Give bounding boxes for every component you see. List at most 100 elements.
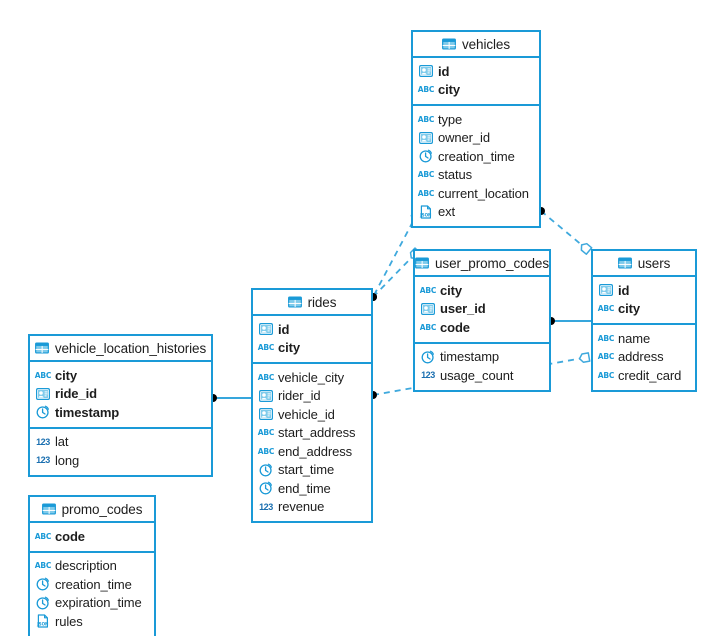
primary-key-row-id[interactable]: id <box>253 320 371 339</box>
column-row-end_time[interactable]: end_time <box>253 479 371 498</box>
column-label: vehicle_id <box>278 406 335 422</box>
column-label: city <box>618 301 641 317</box>
column-label: start_address <box>278 425 356 441</box>
abc-string-icon: ABC <box>34 561 52 571</box>
column-label: creation_time <box>438 148 515 164</box>
abc-string-icon: ABC <box>417 188 435 198</box>
id-card-icon <box>419 64 433 78</box>
json-document-icon: JSON <box>36 614 50 628</box>
entity-header-users[interactable]: users <box>593 251 695 277</box>
entity-title: vehicles <box>462 36 510 52</box>
column-row-owner_id[interactable]: owner_id <box>413 129 539 148</box>
column-label: ride_id <box>55 386 97 402</box>
abc-string-icon: ABC <box>34 370 52 380</box>
column-label: code <box>440 319 470 335</box>
column-row-creation_time[interactable]: creation_time <box>413 147 539 166</box>
column-label: lat <box>55 434 69 450</box>
column-label: id <box>618 282 630 298</box>
123-number-icon: 123 <box>259 501 273 512</box>
entity-title: promo_codes <box>61 501 143 517</box>
id-card-icon <box>259 389 273 403</box>
primary-key-row-id[interactable]: id <box>413 62 539 81</box>
primary-key-row-ride_id[interactable]: ride_id <box>30 385 211 404</box>
relationship-user-promo-codes-to-users[interactable] <box>547 317 591 325</box>
relationship-endpoint-pentagon <box>578 352 591 363</box>
entity-header-vehicle_location_histories[interactable]: vehicle_location_histories <box>30 336 211 362</box>
primary-key-row-id[interactable]: id <box>593 281 695 300</box>
column-label: type <box>438 111 463 127</box>
entity-header-promo_codes[interactable]: promo_codes <box>30 497 154 523</box>
entity-header-vehicles[interactable]: vehicles <box>413 32 539 58</box>
column-label: end_time <box>278 480 331 496</box>
relationship-vehicles-to-users[interactable] <box>537 207 593 255</box>
clock-icon <box>36 405 50 419</box>
abc-string-icon: ABC <box>597 370 615 380</box>
table-grid-icon <box>34 341 49 355</box>
column-label: status <box>438 167 473 183</box>
entity-header-user_promo_codes[interactable]: user_promo_codes <box>415 251 549 277</box>
column-row-expiration_time[interactable]: expiration_time <box>30 594 154 613</box>
abc-string-icon: ABC <box>417 114 435 124</box>
abc-string-icon: ABC <box>257 372 275 382</box>
abc-string-icon: ABC <box>257 446 275 456</box>
abc-string-icon: ABC <box>419 285 437 295</box>
table-grid-icon <box>442 37 456 51</box>
abc-string-icon: ABC <box>417 170 435 180</box>
column-label: credit_card <box>618 367 682 383</box>
column-row-rider_id[interactable]: rider_id <box>253 387 371 406</box>
abc-string-icon: ABC <box>597 304 615 314</box>
clock-icon <box>421 350 435 364</box>
table-grid-icon <box>41 502 56 516</box>
abc-string-icon: ABC <box>417 85 435 95</box>
column-label: ext <box>438 204 456 220</box>
table-grid-icon <box>617 256 632 270</box>
column-row-vehicle_id[interactable]: vehicle_id <box>253 405 371 424</box>
relationship-endpoint-pentagon <box>580 242 593 255</box>
primary-key-row-timestamp[interactable]: timestamp <box>30 403 211 422</box>
primary-key-row-user_id[interactable]: user_id <box>415 300 549 319</box>
column-label: id <box>278 321 290 337</box>
entity-header-rides[interactable]: rides <box>253 290 371 316</box>
column-row-timestamp[interactable]: timestamp <box>415 348 549 367</box>
table-grid-icon <box>415 256 429 270</box>
column-row-ext[interactable]: JSON ext <box>413 203 539 222</box>
column-row-start_time[interactable]: start_time <box>253 461 371 480</box>
relationship-vehicle-location-histories-to-rides[interactable] <box>209 394 251 402</box>
column-label: code <box>55 528 85 544</box>
svg-text:JSON: JSON <box>419 212 432 217</box>
column-row-creation_time[interactable]: creation_time <box>30 575 154 594</box>
